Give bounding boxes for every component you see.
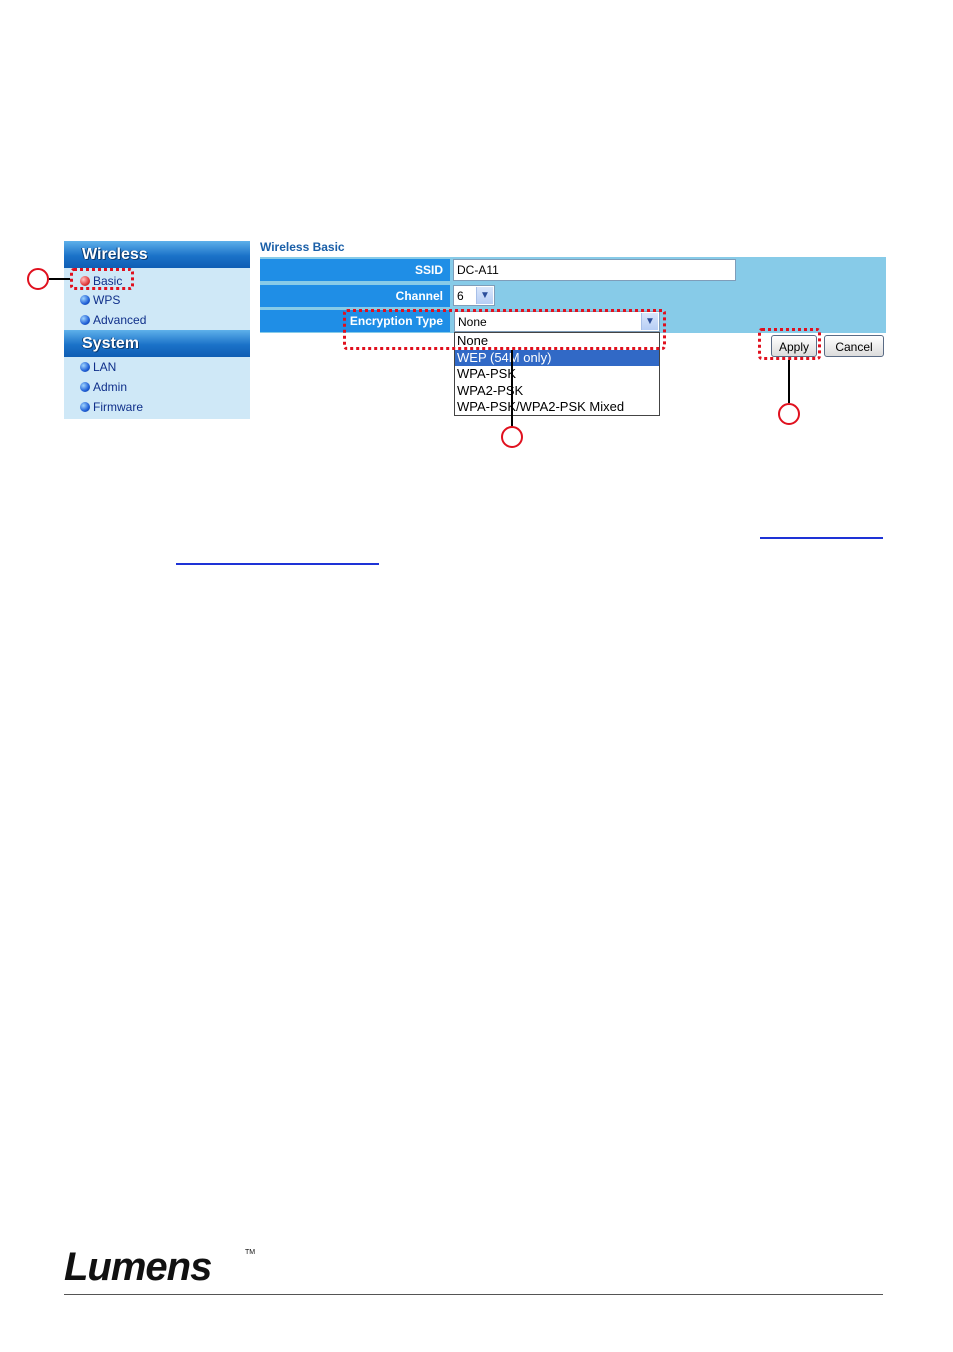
- callout-line: [511, 350, 513, 427]
- sidebar-item-label: LAN: [93, 360, 117, 374]
- step-marker-circle: [778, 403, 800, 425]
- sidebar-menu: Wireless Basic WPS Advanced System LAN A…: [64, 241, 250, 419]
- ssid-label-cell: SSID: [260, 259, 450, 281]
- sidebar-item-basic[interactable]: Basic: [80, 273, 122, 289]
- footer-divider: [64, 1294, 883, 1295]
- callout-line: [788, 360, 790, 403]
- sidebar-item-label: Firmware: [93, 400, 143, 414]
- sidebar-item-label: WPS: [93, 293, 121, 307]
- step-marker-circle: [27, 268, 49, 290]
- system-header: System: [64, 330, 250, 357]
- dropdown-option-wpa-mixed[interactable]: WPA-PSK/WPA2-PSK Mixed: [457, 399, 625, 414]
- ssid-input[interactable]: DC-A11: [453, 259, 736, 281]
- sidebar-item-wps[interactable]: WPS: [80, 292, 120, 308]
- chevron-down-icon[interactable]: ▼: [476, 287, 493, 304]
- dropdown-option-none[interactable]: None: [457, 333, 489, 348]
- page-title: Wireless Basic: [260, 240, 345, 254]
- lumens-logo: Lumens: [64, 1245, 212, 1289]
- encryption-label-cell: Encryption Type: [260, 310, 450, 332]
- blue-bullet-icon: [80, 295, 90, 305]
- dropdown-option-wpa2-psk[interactable]: WPA2-PSK: [457, 382, 524, 398]
- wireless-header: Wireless: [64, 241, 250, 268]
- sidebar-item-label: Advanced: [93, 313, 147, 327]
- channel-value: 6: [457, 289, 464, 303]
- ssid-label: SSID: [414, 263, 443, 277]
- blue-bullet-icon: [80, 402, 90, 412]
- hyperlink-underline[interactable]: [176, 563, 379, 565]
- blue-bullet-icon: [80, 382, 90, 392]
- red-bullet-icon: [80, 276, 90, 286]
- channel-select[interactable]: 6 ▼: [453, 285, 495, 306]
- sidebar-item-admin[interactable]: Admin: [80, 379, 127, 395]
- blue-bullet-icon: [80, 362, 90, 372]
- trademark-mark: TM: [245, 1249, 256, 1256]
- dropdown-option-wpa-psk[interactable]: WPA-PSK: [457, 366, 516, 381]
- encryption-type-label: Encryption Type: [349, 314, 443, 328]
- channel-label-cell: Channel: [260, 285, 450, 307]
- encryption-type-value: None: [458, 315, 487, 329]
- blue-bullet-icon: [80, 315, 90, 325]
- sidebar-item-advanced[interactable]: Advanced: [80, 312, 146, 328]
- encryption-highlight-box: [343, 309, 666, 350]
- apply-highlight-box: [758, 328, 821, 360]
- step-marker-circle: [501, 426, 523, 448]
- sidebar-item-firmware[interactable]: Firmware: [80, 399, 143, 415]
- sidebar-item-lan[interactable]: LAN: [80, 359, 116, 375]
- hyperlink-underline[interactable]: [760, 537, 883, 539]
- encryption-type-dropdown: None WEP (54M only) WPA-PSK WPA2-PSK WPA…: [454, 332, 660, 416]
- sidebar-item-label: Admin: [93, 380, 128, 394]
- channel-label: Channel: [395, 289, 443, 303]
- callout-line: [49, 278, 70, 280]
- sidebar-item-label: Basic: [93, 274, 123, 288]
- cancel-button[interactable]: Cancel: [824, 335, 884, 357]
- apply-button[interactable]: Apply: [771, 335, 817, 357]
- basic-highlight-box: [70, 268, 134, 290]
- chevron-down-icon[interactable]: ▼: [641, 313, 658, 330]
- dropdown-option-wep[interactable]: WEP (54M only): [455, 349, 659, 366]
